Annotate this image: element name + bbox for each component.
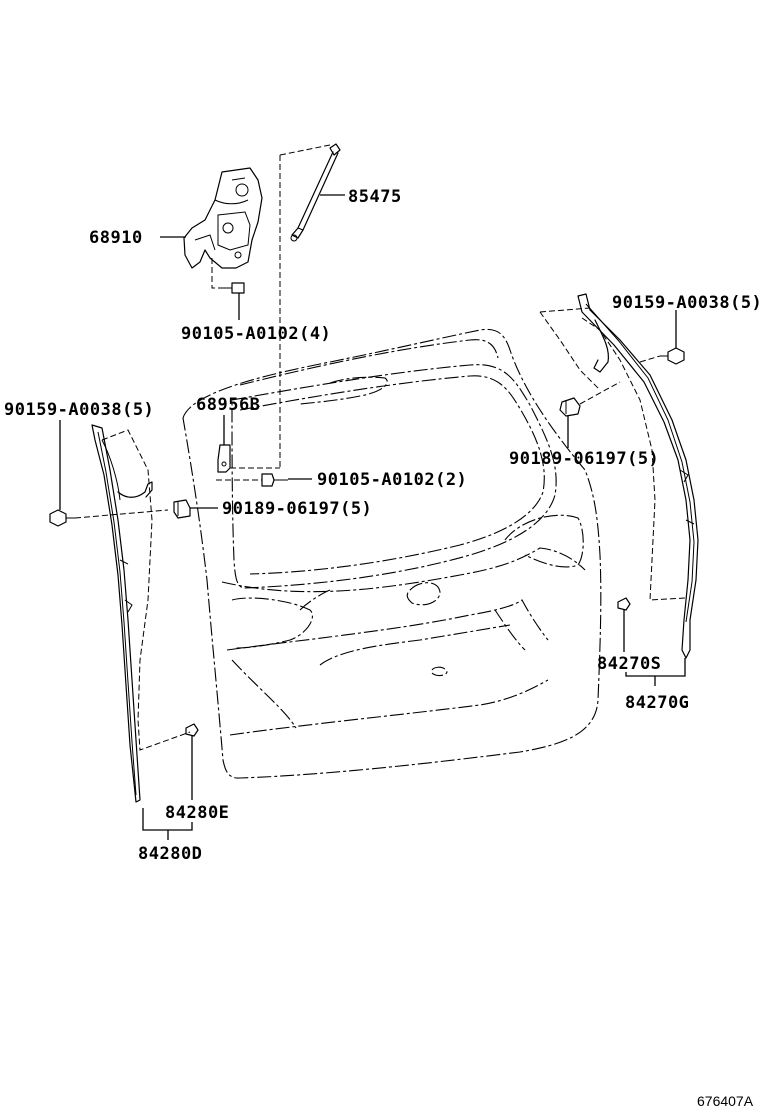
bracket-68956b	[217, 444, 280, 473]
damper-stay-85475	[290, 143, 341, 242]
label-90189-06197-right: 90189-06197(5)	[509, 449, 659, 469]
dash-left-seal	[101, 429, 191, 751]
label-90105-a0102-2: 90105-A0102(2)	[317, 470, 467, 490]
label-84270s: 84270S	[597, 654, 661, 674]
dash-right-seal	[581, 317, 686, 601]
label-84280e: 84280E	[165, 803, 229, 823]
clip-84280e	[185, 723, 199, 737]
diagram-code: 676407A	[697, 1093, 754, 1109]
left-touch-sensor-84280e	[91, 424, 153, 803]
power-door-motor-68910	[183, 167, 263, 269]
dash-85475-top	[279, 144, 331, 156]
label-85475: 85475	[348, 187, 402, 207]
label-68910: 68910	[89, 228, 143, 248]
dash-right-inner	[539, 311, 601, 391]
bolt-90159-a0038-left	[49, 509, 169, 527]
label-84270g: 84270G	[625, 693, 689, 713]
label-84280d: 84280D	[138, 844, 202, 864]
label-90159-a0038-left: 90159-A0038(5)	[4, 400, 154, 420]
clip-90189-06197-left	[173, 499, 191, 519]
label-90159-a0038-right: 90159-A0038(5)	[612, 293, 760, 313]
clip-90189-06197-right	[559, 381, 621, 417]
right-touch-sensor-84270s	[577, 293, 699, 659]
bolt-90105-a0102-top	[211, 258, 245, 294]
label-90189-06197-left: 90189-06197(5)	[222, 499, 372, 519]
bolt-90105-a0102-mid	[216, 473, 288, 487]
bolt-90159-a0038-right	[639, 347, 685, 365]
back-door-outline	[182, 328, 602, 779]
label-68956b: 68956B	[196, 395, 260, 415]
clip-84270s	[617, 597, 631, 611]
dash-right-top	[539, 307, 591, 313]
label-90105-a0102-4: 90105-A0102(4)	[181, 324, 331, 344]
